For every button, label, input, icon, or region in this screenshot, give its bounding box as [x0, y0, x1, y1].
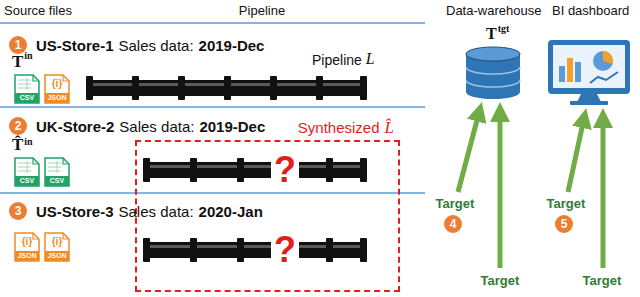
- file-type: CSV: [44, 176, 70, 186]
- step-number: 4: [444, 215, 462, 233]
- file-type: CSV: [14, 176, 40, 186]
- json-file-icon: {i} JSON: [44, 232, 70, 262]
- target-label: Target: [481, 274, 520, 289]
- column-header: BI dashboard: [552, 4, 629, 19]
- csv-file-icon: CSV: [44, 157, 70, 187]
- csv-file-icon: CSV: [14, 74, 40, 104]
- step-number-text: 2: [15, 120, 22, 132]
- file-symbol: {i}: [44, 78, 70, 90]
- file-type: JSON: [44, 93, 70, 103]
- step-number: 2: [9, 117, 27, 135]
- target-arrow: [458, 117, 603, 269]
- step-number: 5: [555, 215, 573, 233]
- unknown-mark: ?: [271, 232, 299, 268]
- data-period: 2019-Dec: [199, 118, 265, 135]
- file-type: JSON: [44, 251, 70, 261]
- json-file-icon: {i} JSON: [44, 74, 70, 104]
- file-type: CSV: [14, 93, 40, 103]
- source-name: UK-Store-2: [36, 118, 114, 135]
- dashboard-icon: [548, 40, 630, 105]
- source-name: US-Store-1: [36, 37, 114, 54]
- step-number-text: 4: [450, 218, 457, 230]
- step-number: 3: [9, 202, 27, 220]
- data-period: 2019-Dec: [199, 37, 265, 54]
- target-label: Target: [583, 274, 622, 289]
- column-header: Source files: [4, 4, 72, 19]
- pipeline: [86, 76, 367, 100]
- superscript: in: [24, 136, 32, 148]
- row-title: Sales data:: [119, 118, 194, 135]
- step-number-text: 1: [15, 39, 22, 51]
- pipeline-symbol: L̂: [385, 117, 394, 140]
- table-symbol: T: [12, 52, 23, 72]
- file-type: JSON: [14, 251, 40, 261]
- region-title: Synthesized: [298, 118, 380, 138]
- pipeline-symbol: L: [366, 50, 375, 68]
- row-title: Sales data:: [119, 203, 194, 220]
- pipeline-label: Pipeline: [312, 52, 362, 68]
- column-header: Pipeline: [239, 4, 285, 19]
- pipeline: [143, 238, 367, 262]
- target-label: Target: [436, 197, 475, 212]
- row-separator: [0, 23, 425, 193]
- file-symbol: {i}: [44, 236, 70, 248]
- row-title: Sales data:: [119, 37, 194, 54]
- step-number-text: 3: [15, 205, 22, 217]
- table-symbol: T: [486, 25, 497, 43]
- column-header: Data-warehouse: [446, 4, 541, 19]
- csv-file-icon: CSV: [14, 157, 40, 187]
- json-file-icon: {i} JSON: [14, 232, 40, 262]
- unknown-mark: ?: [271, 152, 299, 188]
- superscript: tgt: [498, 23, 510, 35]
- pipeline: [143, 158, 367, 182]
- superscript: in: [24, 50, 32, 62]
- table-symbol: T̂: [12, 134, 23, 157]
- region-heading: SynthesizedL̂: [298, 117, 394, 142]
- file-symbol: {i}: [14, 236, 40, 248]
- data-period: 2020-Jan: [199, 203, 263, 220]
- step-number-text: 5: [561, 218, 568, 230]
- step-number: 1: [9, 36, 27, 54]
- database-icon: [466, 47, 520, 99]
- target-label: Target: [547, 197, 586, 212]
- source-name: US-Store-3: [36, 203, 114, 220]
